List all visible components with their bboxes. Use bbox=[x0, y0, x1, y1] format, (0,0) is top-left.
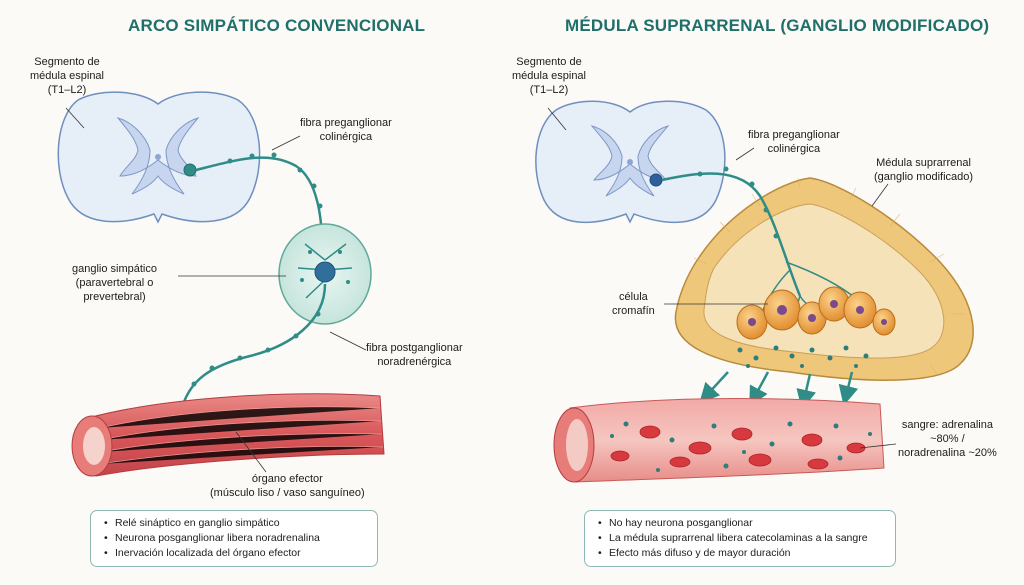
effector-organ-label: órgano efector (músculo liso / vaso sang… bbox=[210, 473, 365, 499]
blood-catecholamine-label: sangre: adrenalina ~80% / noradrenalina … bbox=[898, 419, 997, 459]
adrenal-leader bbox=[871, 183, 889, 207]
left-note-item: Relé sináptico en ganglio simpático bbox=[104, 516, 365, 531]
blood-leader bbox=[859, 443, 897, 449]
right-spinal-leader bbox=[547, 107, 567, 131]
right-spinal-cord bbox=[535, 100, 726, 224]
effector-organ bbox=[71, 393, 385, 477]
left-note-item: Neurona posganglionar libera noradrenali… bbox=[104, 531, 365, 546]
left-preganglionic-leader bbox=[271, 135, 301, 151]
left-postganglionic-label: fibra postganglionar noradrenérgica bbox=[366, 342, 463, 368]
left-panel-title: ARCO SIMPÁTICO CONVENCIONAL bbox=[128, 16, 426, 35]
left-effector-leader bbox=[235, 431, 267, 473]
left-note-item: Inervación localizada del órgano efector bbox=[104, 546, 365, 561]
right-notes-box: No hay neurona posganglionar La médula s… bbox=[584, 510, 896, 567]
ganglion-label: ganglio simpático (paravertebral o preve… bbox=[72, 263, 157, 303]
right-panel-title: MÉDULA SUPRARRENAL (GANGLIO MODIFICADO) bbox=[565, 16, 990, 35]
right-preganglionic-leader bbox=[735, 147, 755, 161]
left-preganglionic-label: fibra preganglionar colinérgica bbox=[300, 117, 392, 143]
sympathetic-ganglion bbox=[278, 223, 372, 325]
left-spinal-cord bbox=[57, 91, 261, 224]
left-spinal-leader bbox=[65, 107, 85, 129]
chromaffin-cells bbox=[736, 286, 896, 340]
left-spinal-segment-label: Segmento de médula espinal (T1–L2) bbox=[30, 56, 104, 96]
right-note-item: No hay neurona posganglionar bbox=[598, 516, 883, 531]
left-notes-box: Relé sináptico en ganglio simpático Neur… bbox=[90, 510, 378, 567]
chromaffin-cell-label: célula cromafín bbox=[612, 291, 655, 317]
right-preganglionic-fiber bbox=[661, 172, 802, 297]
right-spinal-segment-label: Segmento de médula espinal (T1–L2) bbox=[512, 56, 586, 96]
secretion-arrows bbox=[699, 371, 859, 410]
blood-vessel bbox=[553, 398, 885, 483]
right-note-item: Efecto más difuso y de mayor duración bbox=[598, 546, 883, 561]
right-note-item: La médula suprarrenal libera catecolamin… bbox=[598, 531, 883, 546]
right-preganglionic-label: fibra preganglionar colinérgica bbox=[748, 129, 840, 155]
adrenal-medulla-label: Médula suprarrenal (ganglio modificado) bbox=[874, 157, 974, 183]
left-postganglionic-leader bbox=[329, 331, 367, 351]
